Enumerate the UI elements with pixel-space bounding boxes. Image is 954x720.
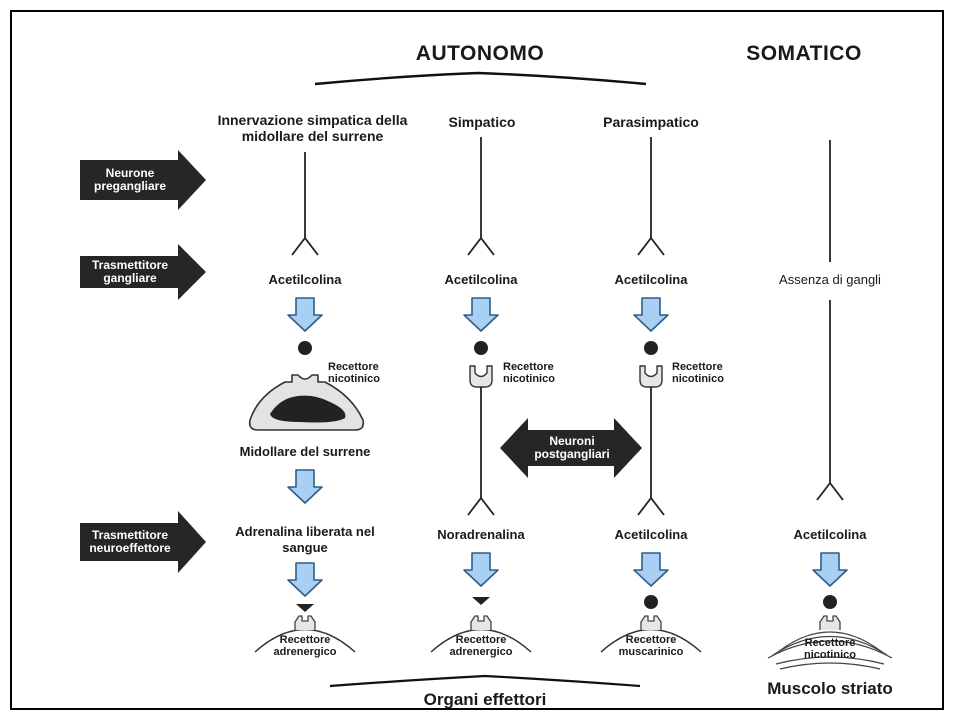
col4-fork [816, 482, 844, 501]
col1-effector-receptor-label: Recettore adrenergico [273, 634, 337, 658]
col4-effector-transmitter: Acetilcolina [793, 527, 867, 542]
arrow-ganglionic-transmitter [80, 244, 206, 300]
adrenal-core [270, 395, 346, 423]
col1-fork [291, 237, 319, 256]
arrow-neuroeffector-transmitter [80, 511, 206, 573]
col3-blue-arrow-1 [633, 297, 669, 332]
col3-effector-receptor-shape [640, 615, 662, 631]
col4-blue-arrow [812, 552, 848, 587]
col3-title: Parasimpatico [603, 114, 699, 130]
preganglionic-label: Neurone pregangliare [93, 166, 167, 193]
col3-fork [637, 237, 665, 256]
col3-ach-molecule-2 [644, 595, 658, 609]
ganglionic-transmitter-label: Trasmettitore gangliare [91, 258, 169, 285]
col2-effector-receptor-label: Recettore adrenergico [449, 634, 513, 658]
col2-blue-arrow-1 [463, 297, 499, 332]
autonomo-brace [314, 71, 647, 86]
col1-adrenaline-molecule [296, 604, 314, 612]
col1-blue-arrow-3 [287, 562, 323, 597]
col3-effector-transmitter: Acetilcolina [614, 527, 688, 542]
col3-ganglion-transmitter: Acetilcolina [614, 272, 688, 287]
col2-effector-receptor-shape [470, 615, 492, 631]
adrenal-medulla-label: Midollare del surrene [239, 444, 371, 459]
col4-effector-receptor-label: Recettore nicotinico [804, 637, 856, 661]
striated-muscle-surface [767, 631, 893, 670]
col4-effector-receptor-shape [819, 615, 841, 631]
col4-ach-molecule [823, 595, 837, 609]
col1-effector-transmitter: Adrenalina liberata nel sangue [235, 524, 375, 555]
col3-nicotinic-label: Recettore nicotinico [672, 361, 724, 385]
col1-title: Innervazione simpatica della midollare d… [217, 112, 408, 144]
col1-ganglion-transmitter: Acetilcolina [268, 272, 342, 287]
postganglionic-label: Neuroni postgangliari [534, 434, 610, 461]
col1-blue-arrow-1 [287, 297, 323, 332]
col1-nicotinic-label: Recettore nicotinico [328, 361, 380, 385]
col4-no-ganglia: Assenza di gangli [779, 272, 881, 287]
arrow-preganglionic [80, 150, 206, 210]
autonomo-title: AUTONOMO [415, 42, 545, 65]
col3-blue-arrow-2 [633, 552, 669, 587]
somatico-title: SOMATICO [746, 42, 862, 65]
col2-ach-molecule [474, 341, 488, 355]
col3-fork-2 [637, 497, 665, 516]
col2-noradrenaline-molecule [472, 597, 490, 605]
col2-blue-arrow-2 [463, 552, 499, 587]
col2-ganglion-transmitter: Acetilcolina [444, 272, 518, 287]
effector-organs-brace [329, 674, 641, 688]
striated-muscle-label: Muscolo striato [767, 679, 893, 698]
col1-ach-molecule [298, 341, 312, 355]
col2-effector-transmitter: Noradrenalina [437, 527, 525, 542]
effector-organs-label: Organi effettori [423, 690, 547, 709]
diagram-frame [10, 10, 944, 710]
neuroeffector-transmitter-label: Trasmettitore neuroeffettore [89, 528, 171, 555]
col3-ach-molecule [644, 341, 658, 355]
col2-nicotinic-receptor [469, 365, 493, 388]
col3-nicotinic-receptor [639, 365, 663, 388]
col1-blue-arrow-2 [287, 469, 323, 504]
col3-effector-receptor-label: Recettore muscarinico [618, 634, 684, 658]
col2-fork-2 [467, 497, 495, 516]
col1-effector-receptor-shape [294, 615, 316, 631]
col2-fork [467, 237, 495, 256]
arrow-postganglionic [500, 418, 642, 478]
col2-nicotinic-label: Recettore nicotinico [503, 361, 555, 385]
col2-title: Simpatico [448, 114, 516, 130]
